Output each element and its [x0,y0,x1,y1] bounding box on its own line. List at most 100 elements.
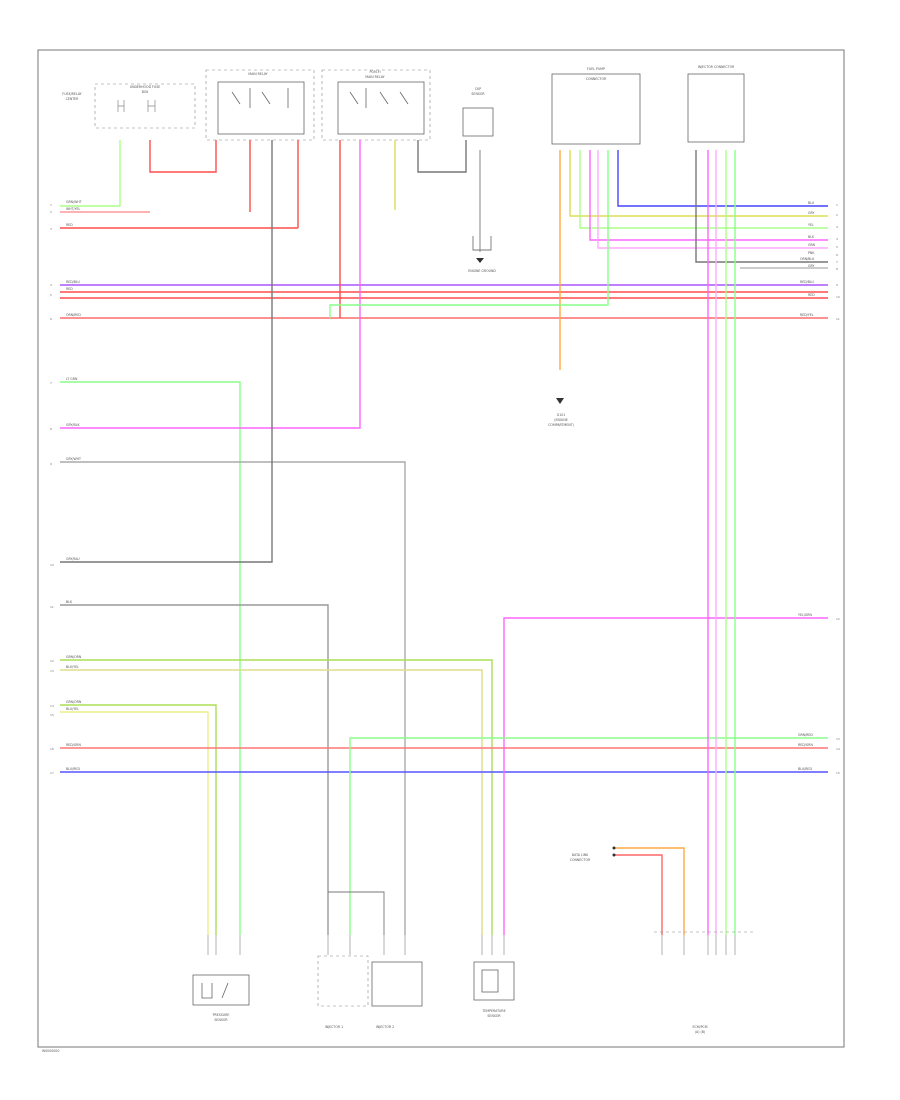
relay-outline [321,69,431,141]
wire-gray-blue [60,140,273,563]
wire-lt-green [60,381,241,935]
data-link-label: CONNECTOR [570,858,591,862]
relay-body [217,81,305,135]
left-pin-number: 1 [50,203,52,207]
right-wire-label: GRN/RED [798,733,813,737]
right-pin-number: 13 [836,737,840,741]
right-wire-label: YEL/GRN [798,613,812,617]
left-wire-label: LT GRN [66,377,78,381]
left-pin-number: 8 [50,427,52,431]
left-wire-label: BLK/YEL [66,665,79,669]
fuse-icon [117,100,156,112]
injector-2-label: INJECTOR 2 [376,1025,394,1029]
ground-g101-label: (ENGINE [554,418,567,422]
fuse-box: FUSE/RELAY CENTER [62,92,81,101]
data-link-connector: DATA LINK CONNECTOR [570,846,685,935]
right-pin-number: 1 [836,203,838,207]
left-pin-number: 13 [50,669,54,673]
ground-g101-label: G101 [557,413,566,417]
connector-terminal [612,846,616,850]
wire-pink-right [503,617,828,935]
right-pin-number: 12 [836,617,840,621]
left-wire-label: GRN/ORN [66,655,82,659]
left-wire-label: WHT/YEL [66,207,81,211]
right-wire-label: ORN/BLK [800,257,815,261]
left-pin-number: 4 [50,283,52,287]
relay-outline [205,69,315,141]
pin-stub [327,935,406,955]
sensor-body [473,961,515,1001]
left-wire-label: BLK [66,600,73,604]
left-wire-label: GRY/BLU [66,557,80,561]
temperature-sensor: TEMPERATURE SENSOR [473,961,515,1018]
right-pin-number: 10 [836,295,840,299]
left-pin-number: 2 [50,210,52,214]
ecm-pcm-label: (A) (B) [695,1030,705,1034]
injector-connector: INJECTOR CONNECTOR [687,65,745,143]
ckp-sensor-label: CKP [475,87,481,91]
fuel-pump-connector: FUEL PUMP CONNECTOR [551,67,641,145]
right-wire-label: RED/YEL [800,313,814,317]
engine-ground-label: ENGINE GROUND [468,269,496,273]
left-wire-label: RED [66,287,73,291]
left-pin-number: 17 [50,771,54,775]
right-pin-number: 6 [836,253,838,257]
right-wire-label: BLK [808,235,815,239]
wire-fp-pink-2 [597,150,828,249]
ecm-pcm: ECM/PCM (A) (B) [654,931,756,1034]
right-wire-label: RED [808,293,815,297]
ground-symbol-icon [556,398,564,404]
right-wire-label: RED/BLU [800,280,815,284]
temp-sensor-label: TEMPERATURE [481,1009,505,1013]
left-wire-label: RED/BLU [66,280,81,284]
right-wire-label: BLU [808,201,815,205]
pin-stub [207,935,241,955]
injector-1: INJECTOR 1 [317,891,385,1029]
ground-symbol-icon [476,258,484,263]
right-wire-label: GRY [808,211,814,215]
relay-switch-icon [349,88,409,108]
wire-pgm-gray [417,140,467,173]
wire-fp-blue [617,150,828,207]
pressure-sensor: PRESSURE SENSOR [192,974,250,1022]
left-wire-label: ORN/RED [66,313,81,317]
wire-fp-yellow [569,150,828,217]
sensor-inner [481,969,499,993]
right-wire-label: GRY [808,264,814,268]
right-wire-label: PNK [808,251,815,255]
underhood-fuse-box: UNDERHOOD FUSE BOX [94,83,196,129]
ground-g101-label: COMPARTMENT) [548,423,574,427]
pin-stub [661,935,736,955]
right-wire-label: YEL [808,223,814,227]
pressure-sensor-label: SENSOR [214,1018,228,1022]
fuse-box-label: CENTER [66,97,80,101]
right-wire-label: BLU/RED [798,767,812,771]
left-pin-number: 14 [50,704,54,708]
pgm-fi-relay-label: PGM-FI [369,70,380,74]
wire-fp-green [329,150,609,318]
left-pin-number: 11 [50,605,54,609]
engine-ground: ENGINE GROUND [468,150,496,273]
left-wire-label: BLU/YEL [66,707,79,711]
right-pin-number: 5 [836,245,838,249]
sensor-symbol-icon [201,982,229,999]
left-wire-label: RED/GRN [66,743,81,747]
ground-icon [472,150,492,252]
underhood-fuse-outline [94,83,196,129]
left-pin-number: 10 [50,563,54,567]
relay-switch-icon [231,88,289,108]
fuel-pump-label: CONNECTOR [586,77,607,81]
temp-sensor-label: SENSOR [487,1014,501,1018]
fuse-box-label: FUSE/RELAY [62,92,81,96]
connector-body [551,73,641,145]
injector-outline [317,955,369,1007]
left-wire-label: GRY/WHT [66,457,81,461]
ecm-pcm-label: ECM/PCM [693,1025,708,1029]
wire-fp-pink [589,150,828,241]
right-pin-number: 14 [836,747,840,751]
bottom-pin-stubs [207,935,736,955]
left-wire-label: GRN/WHT [66,200,82,204]
wire-ic-gray [695,150,828,263]
sensor-body [192,974,250,1006]
